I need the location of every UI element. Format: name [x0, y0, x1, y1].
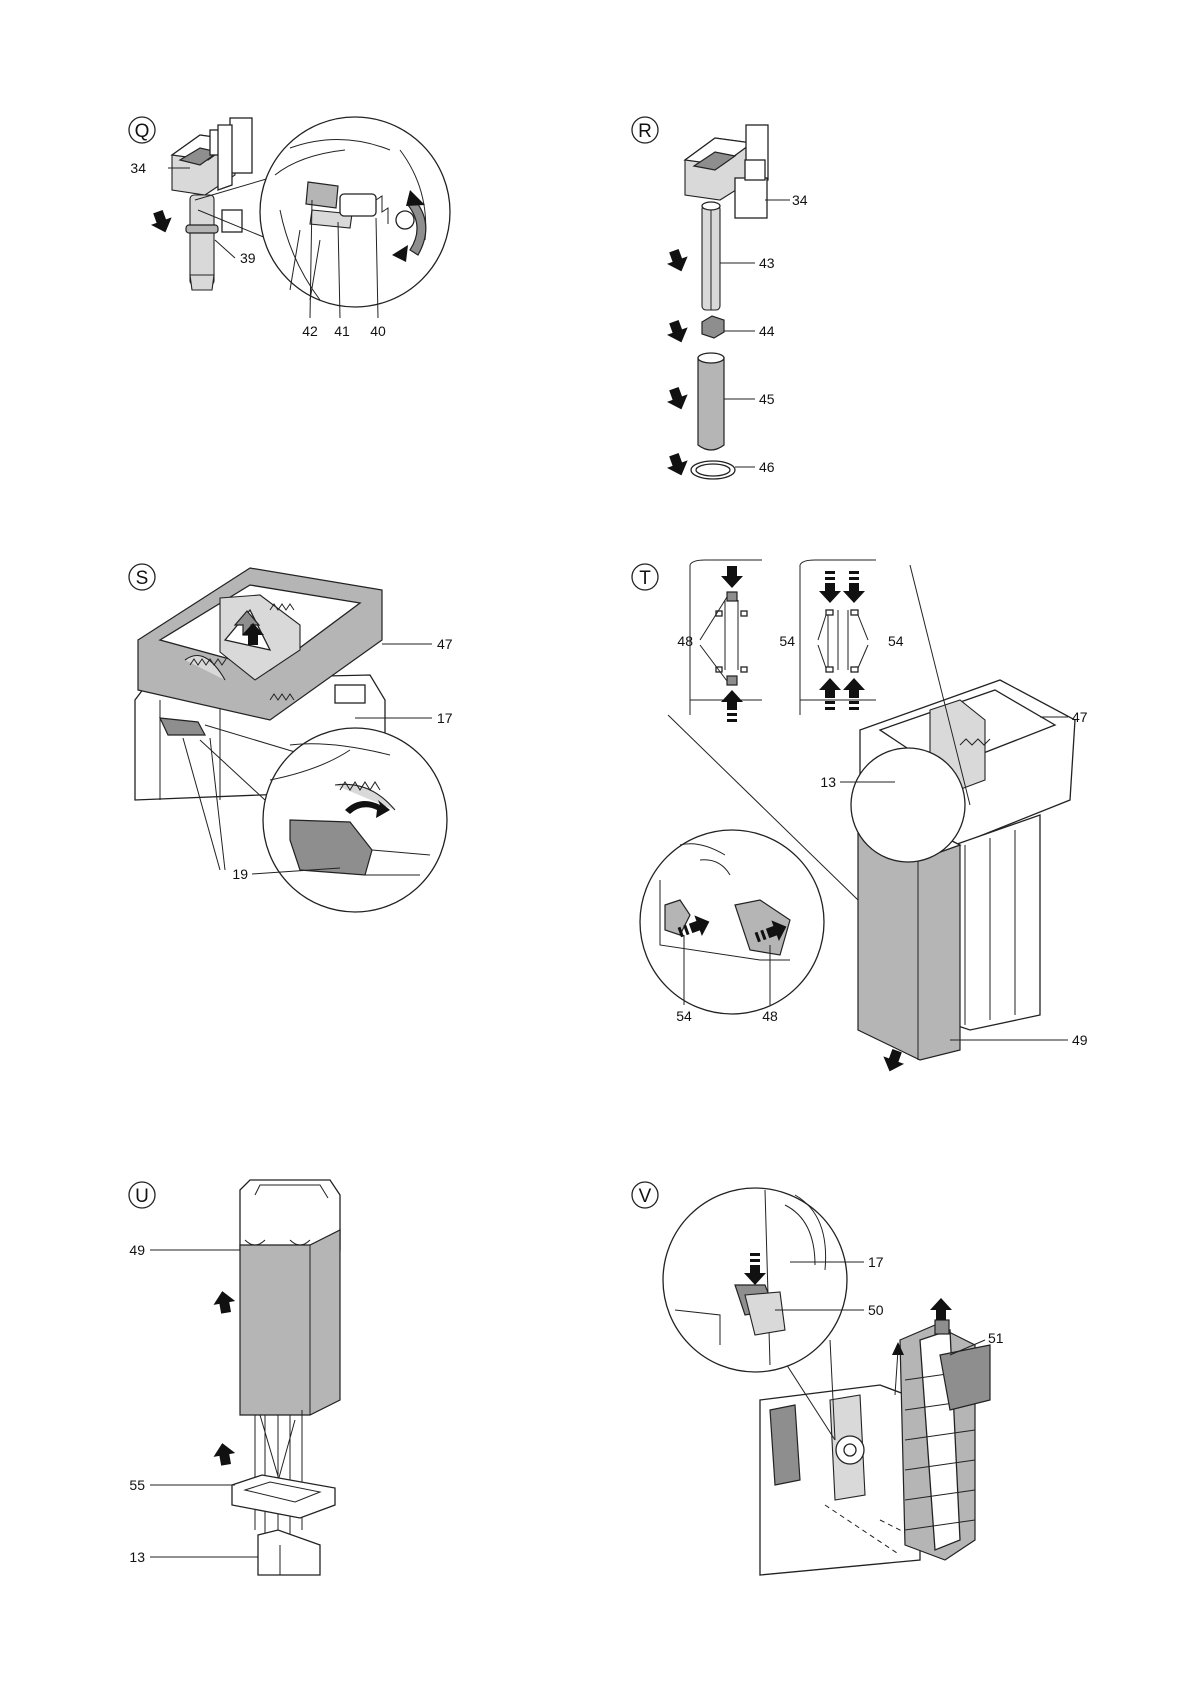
step-letter-t: T: [639, 568, 651, 589]
label-49: 49: [129, 1242, 145, 1258]
step-badge-u: U: [129, 1182, 155, 1208]
down-arrow-icon: [843, 571, 865, 603]
up-arrow-icon: [843, 678, 865, 710]
up-arrow-icon: [211, 1441, 236, 1466]
panel-v: V: [632, 1182, 1004, 1575]
step-letter-q: Q: [135, 121, 150, 142]
label-51: 51: [988, 1330, 1004, 1346]
panel-r: R 34 43 44 4: [632, 117, 808, 479]
label-13: 13: [129, 1549, 145, 1565]
bearing-drawing: [702, 316, 724, 338]
up-arrow-icon: [211, 1289, 236, 1314]
clip-diagram-54: [800, 560, 876, 715]
down-arrow-icon: [819, 571, 841, 603]
label-17: 17: [868, 1254, 884, 1270]
down-arrow-icon: [664, 385, 692, 413]
label-34: 34: [792, 192, 808, 208]
down-arrow-icon: [664, 247, 692, 275]
label-39: 39: [240, 250, 256, 266]
panel-u: U 49 55 13: [129, 1180, 340, 1575]
filter-cartridge-drawing: [858, 680, 1075, 1060]
label-55: 55: [129, 1477, 145, 1493]
down-arrow-icon: [664, 451, 692, 479]
down-arrow-icon: [721, 566, 743, 588]
filter-housing-drawing: [760, 1385, 920, 1575]
label-42: 42: [302, 323, 318, 339]
step-letter-u: U: [135, 1186, 149, 1207]
label-48: 48: [677, 633, 693, 649]
label-13: 13: [820, 774, 836, 790]
step-letter-r: R: [638, 121, 652, 142]
down-arrow-icon: [148, 208, 176, 236]
step-badge-v: V: [632, 1182, 658, 1208]
pump-head-drawing: [685, 125, 768, 218]
label-54: 54: [779, 633, 795, 649]
panel-s: S: [129, 564, 453, 912]
step-badge-r: R: [632, 117, 658, 143]
up-arrow-icon: [930, 1298, 952, 1320]
tube-drawing: [698, 353, 724, 450]
label-43: 43: [759, 255, 775, 271]
down-arrow-icon: [664, 318, 692, 346]
step-badge-q: Q: [129, 117, 155, 143]
cartridge-drawing: [232, 1180, 340, 1575]
up-arrow-icon: [721, 690, 743, 722]
filter-pre-cartridge-drawing: [900, 1320, 990, 1560]
label-40: 40: [370, 323, 386, 339]
label-17: 17: [437, 710, 453, 726]
label-41: 41: [334, 323, 350, 339]
label-47: 47: [437, 636, 453, 652]
step-badge-s: S: [129, 564, 155, 590]
label-46: 46: [759, 459, 775, 475]
panel-t: T: [632, 560, 1088, 1075]
label-47: 47: [1072, 709, 1088, 725]
label-54: 54: [888, 633, 904, 649]
clip-diagram-48: [690, 560, 762, 722]
label-48: 48: [762, 1008, 778, 1024]
label-49: 49: [1072, 1032, 1088, 1048]
rotor-shaft-drawing: [702, 202, 720, 310]
step-letter-v: V: [639, 1186, 652, 1207]
label-34: 34: [130, 160, 146, 176]
label-45: 45: [759, 391, 775, 407]
label-50: 50: [868, 1302, 884, 1318]
label-54: 54: [676, 1008, 692, 1024]
up-arrow-icon: [819, 678, 841, 710]
label-44: 44: [759, 323, 775, 339]
step-badge-t: T: [632, 564, 658, 590]
step-letter-s: S: [136, 568, 149, 589]
label-19: 19: [232, 866, 248, 882]
panel-q: Q: [129, 117, 450, 339]
